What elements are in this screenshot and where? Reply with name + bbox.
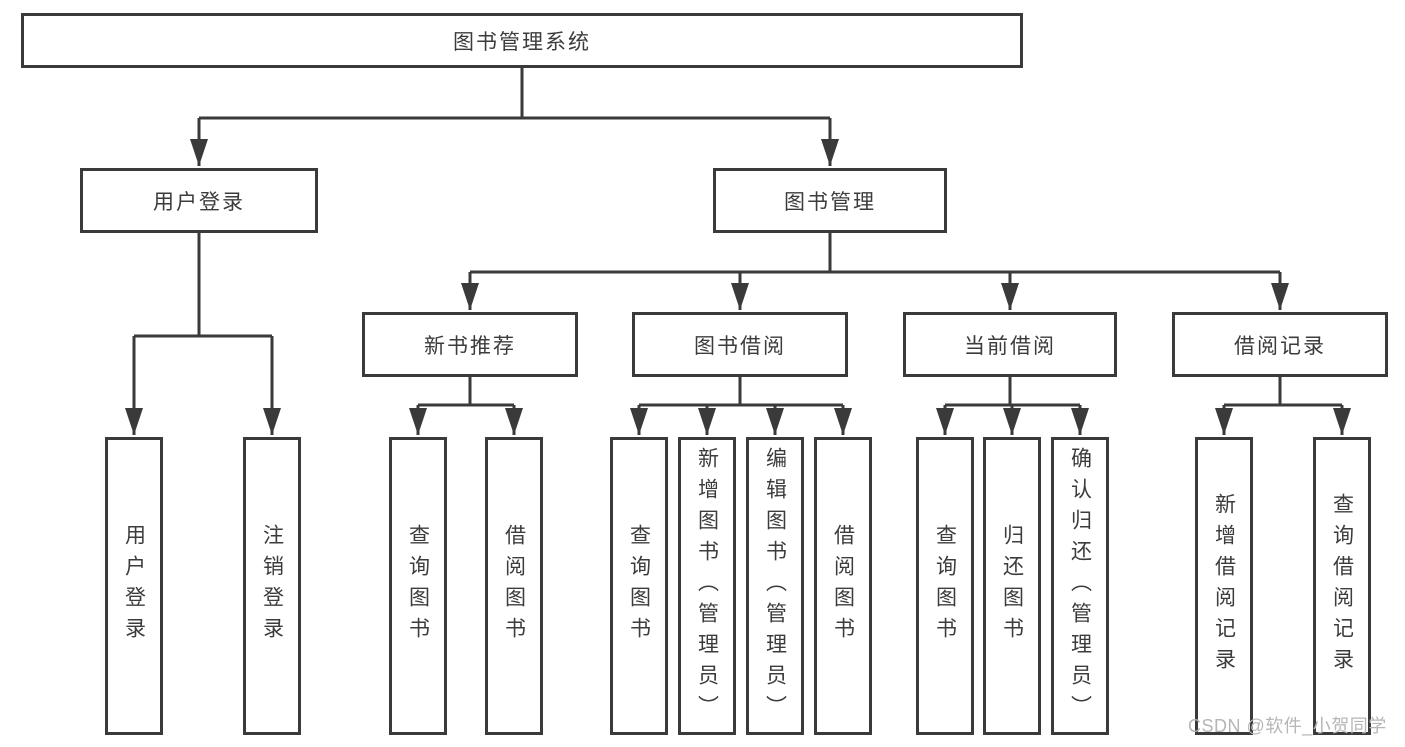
leaf-query-books-borrowing: 查询图书: [610, 437, 668, 735]
node-label: 查询图书: [627, 524, 651, 648]
node-label: 查询图书: [933, 524, 957, 648]
leaf-confirm-return-admin: 确认归还（管理员）: [1051, 437, 1109, 735]
node-book-management: 图书管理: [713, 168, 947, 233]
node-label: 用户登录: [122, 524, 146, 648]
leaf-return-book: 归还图书: [983, 437, 1041, 735]
node-label: 确认归还（管理员）: [1068, 446, 1092, 726]
leaf-add-borrow-record: 新增借阅记录: [1195, 437, 1253, 735]
leaf-edit-book-admin: 编辑图书（管理员）: [746, 437, 804, 735]
connector-arrows: [125, 118, 1351, 435]
node-label: 借阅图书: [502, 524, 526, 648]
node-label: 新增借阅记录: [1212, 493, 1236, 679]
leaf-borrow-books-recommend: 借阅图书: [485, 437, 543, 735]
node-library-management-system: 图书管理系统: [21, 13, 1023, 68]
node-label: 借阅记录: [1234, 334, 1326, 358]
leaf-query-books-recommend: 查询图书: [389, 437, 447, 735]
csdn-watermark: CSDN @软件_小贺同学: [1188, 716, 1387, 736]
node-label: 当前借阅: [964, 334, 1056, 358]
node-label: 新书推荐: [424, 334, 516, 358]
node-new-book-recommendation: 新书推荐: [362, 312, 578, 377]
node-label: 注销登录: [260, 524, 284, 648]
connector-trunk-lines: [134, 68, 1342, 407]
node-user-login: 用户登录: [80, 168, 318, 233]
node-book-borrowing: 图书借阅: [632, 312, 848, 377]
node-borrowing-records: 借阅记录: [1172, 312, 1388, 377]
node-label: 新增图书（管理员）: [695, 446, 719, 726]
node-label: 查询图书: [406, 524, 430, 648]
node-label: 用户登录: [153, 190, 245, 214]
node-label: 编辑图书（管理员）: [763, 446, 787, 726]
leaf-add-book-admin: 新增图书（管理员）: [678, 437, 736, 735]
node-current-borrowing: 当前借阅: [903, 312, 1117, 377]
node-label: 借阅图书: [831, 524, 855, 648]
node-label: 图书借阅: [694, 334, 786, 358]
node-label: 查询借阅记录: [1330, 493, 1354, 679]
leaf-borrow-books-borrowing: 借阅图书: [814, 437, 872, 735]
leaf-query-books-current: 查询图书: [916, 437, 974, 735]
leaf-query-borrow-record: 查询借阅记录: [1313, 437, 1371, 735]
node-label: 图书管理系统: [453, 30, 591, 54]
leaf-logout: 注销登录: [243, 437, 301, 735]
leaf-user-login: 用户登录: [105, 437, 163, 735]
node-label: 图书管理: [784, 190, 876, 214]
node-label: 归还图书: [1000, 524, 1024, 648]
